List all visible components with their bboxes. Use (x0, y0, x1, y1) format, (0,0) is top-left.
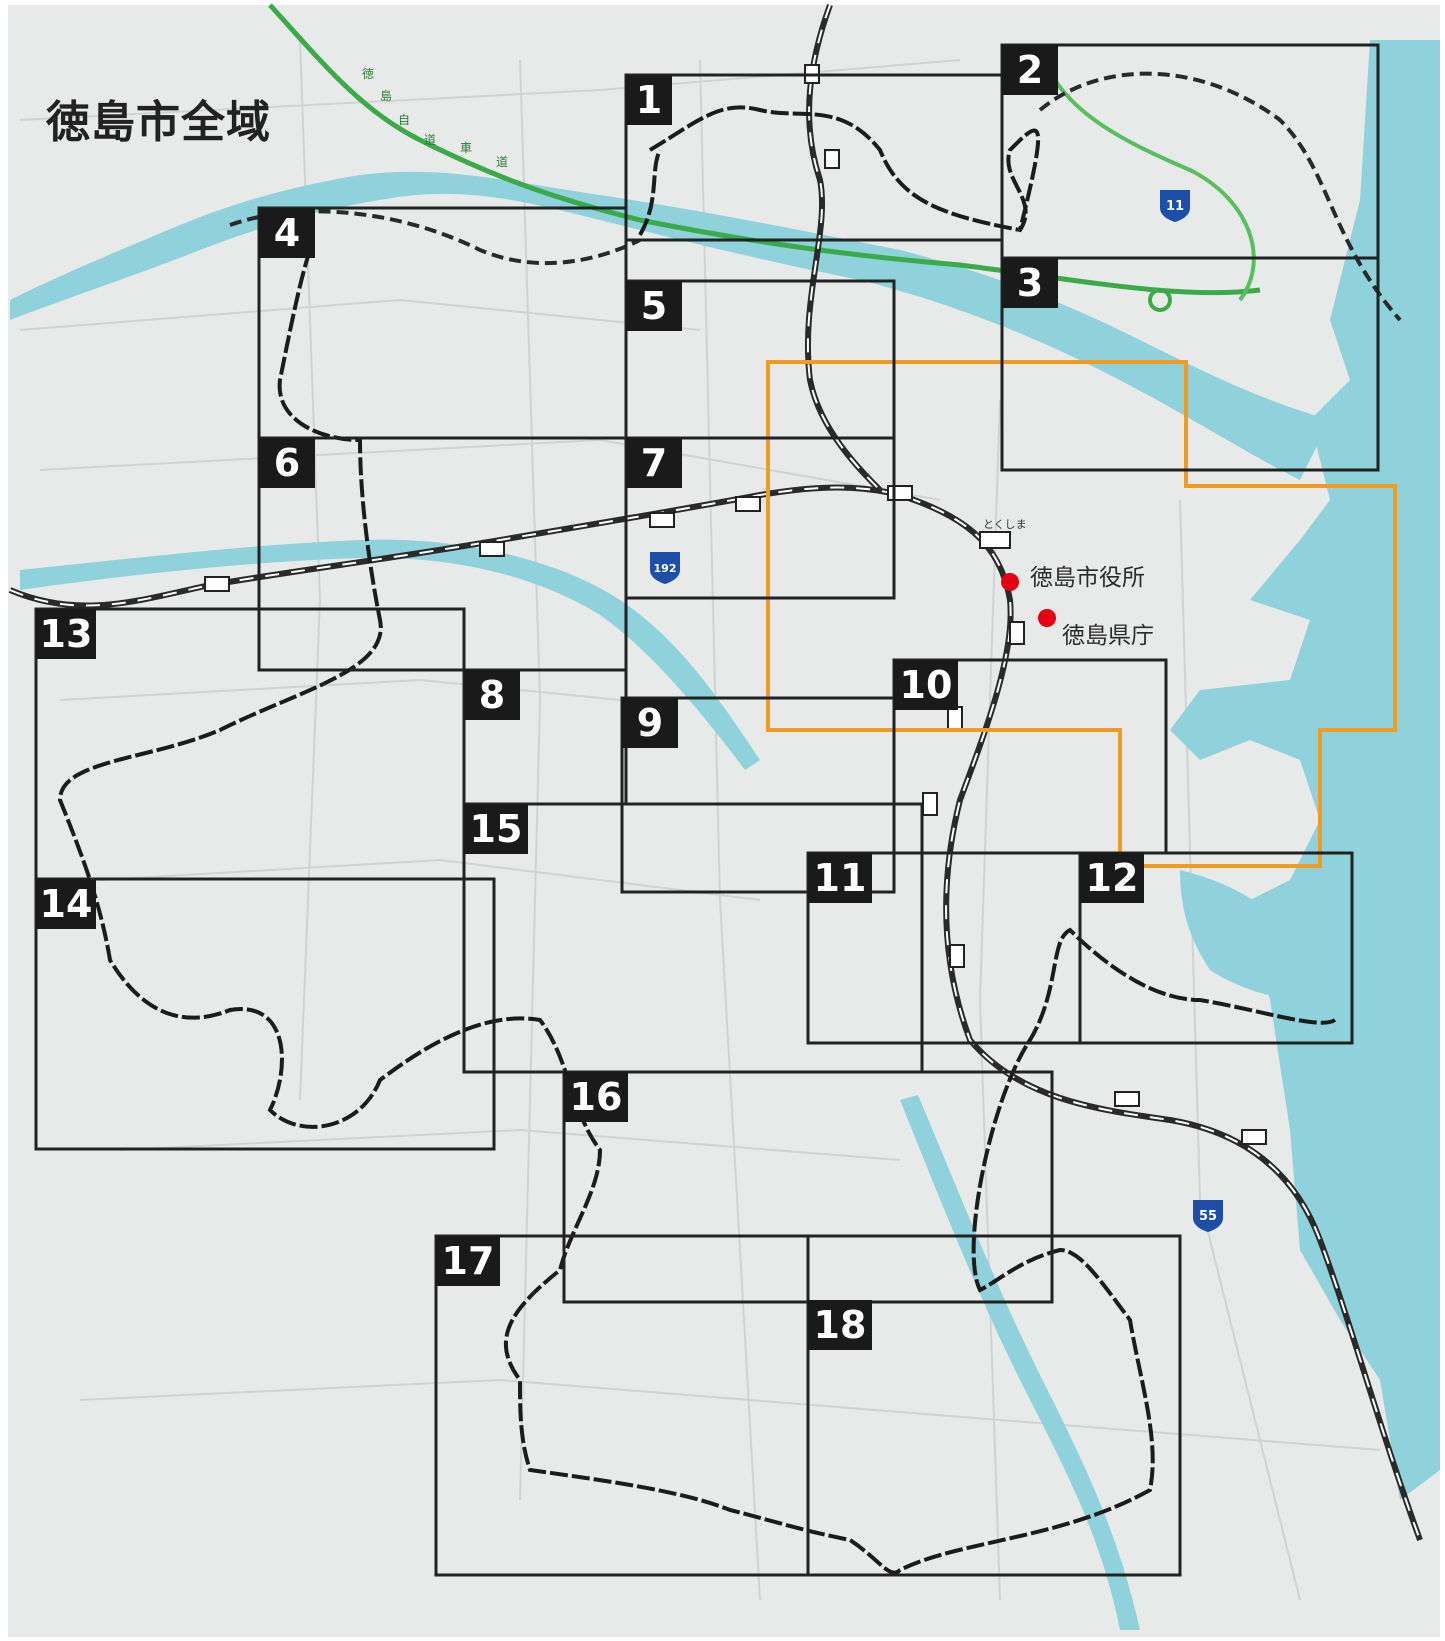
tile-label-9[interactable]: 9 (622, 698, 678, 748)
highlight-frame (766, 360, 1397, 868)
tile-label-1[interactable]: 1 (626, 75, 672, 125)
route-shield-55: 55 (1193, 1200, 1223, 1232)
svg-text:道: 道 (424, 133, 436, 147)
tile-label-18[interactable]: 18 (808, 1300, 872, 1350)
svg-text:島: 島 (380, 88, 392, 103)
tile-label-7[interactable]: 7 (626, 438, 682, 488)
tile-label-6[interactable]: 6 (259, 438, 315, 488)
route-shield-11: 11 (1160, 190, 1190, 222)
city-boundary (57, 105, 1337, 1575)
tile-frame-7 (624, 436, 896, 600)
svg-text:自: 自 (398, 113, 410, 127)
prefectural-office-label: 徳島県庁 (1062, 623, 1154, 649)
tile-label-3[interactable]: 3 (1002, 258, 1058, 308)
bay-inlet (1180, 870, 1300, 1000)
sea-area (1170, 40, 1440, 1500)
route-shields: 11 192 55 (650, 190, 1223, 1232)
tile-frame-18 (806, 1234, 1182, 1577)
tile-label-8[interactable]: 8 (464, 670, 520, 720)
expressway-label: 徳 島 自 道 車 道 (362, 66, 508, 169)
river-south (900, 1095, 1140, 1630)
tile-label-2[interactable]: 2 (1002, 45, 1058, 95)
svg-text:11: 11 (1166, 199, 1184, 214)
tile-label-13[interactable]: 13 (36, 609, 96, 659)
route-shield-192: 192 (650, 552, 680, 584)
city-hall-marker-icon (1001, 573, 1019, 591)
svg-text:55: 55 (1199, 1209, 1217, 1224)
tile-label-4[interactable]: 4 (259, 208, 315, 258)
land-area (8, 5, 1440, 1637)
station-label: とくしま (983, 518, 1027, 531)
svg-text:徳: 徳 (362, 66, 374, 81)
tile-frames (34, 43, 1380, 1577)
city-hall-label: 徳島市役所 (1030, 565, 1145, 591)
tile-frame-3 (1000, 256, 1380, 472)
tile-label-15[interactable]: 15 (464, 804, 528, 854)
tile-frame-12 (1078, 851, 1354, 1045)
tile-frame-14 (34, 877, 496, 1151)
map-title: 徳島市全域 (46, 97, 271, 148)
prefectural-office-marker-icon (1038, 609, 1056, 627)
tile-label-12[interactable]: 12 (1080, 853, 1144, 903)
yoshino-river (10, 171, 1330, 481)
tile-label-17[interactable]: 17 (436, 1236, 500, 1286)
svg-text:道: 道 (496, 155, 508, 169)
tile-label-14[interactable]: 14 (36, 879, 96, 929)
tile-label-11[interactable]: 11 (808, 853, 872, 903)
svg-text:192: 192 (654, 562, 677, 575)
tile-label-16[interactable]: 16 (564, 1072, 628, 1122)
tile-label-5[interactable]: 5 (626, 281, 682, 331)
river-west (20, 539, 760, 770)
tile-label-10[interactable]: 10 (894, 660, 958, 710)
svg-text:車: 車 (460, 141, 472, 155)
